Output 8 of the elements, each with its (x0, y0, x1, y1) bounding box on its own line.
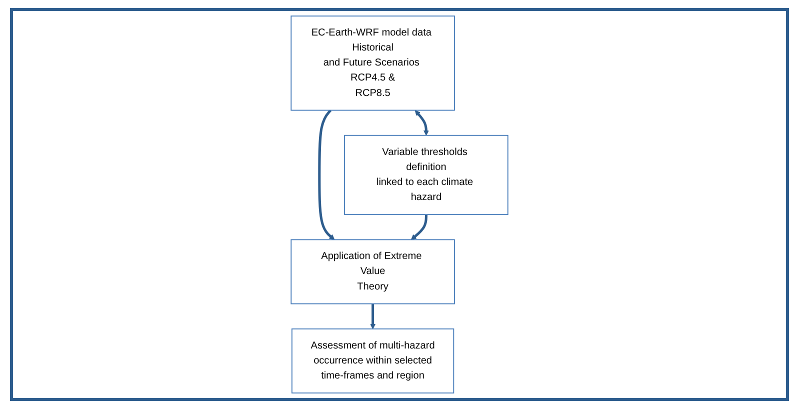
node-box: Variable thresholds definition linked to each climate hazard (344, 134, 508, 216)
node-box: Assessment of multi-hazard occurrence within selected time-frames and region (291, 328, 454, 394)
arrow (318, 109, 335, 240)
arrow (414, 110, 429, 136)
arrow (410, 214, 428, 240)
node-box: Application of Extreme Value Theory (290, 239, 455, 304)
arrow (370, 304, 376, 330)
node-box: EC-Earth-WRF model data Historical and Future Scenarios RCP4.5 & RCP8.5 (290, 16, 455, 111)
